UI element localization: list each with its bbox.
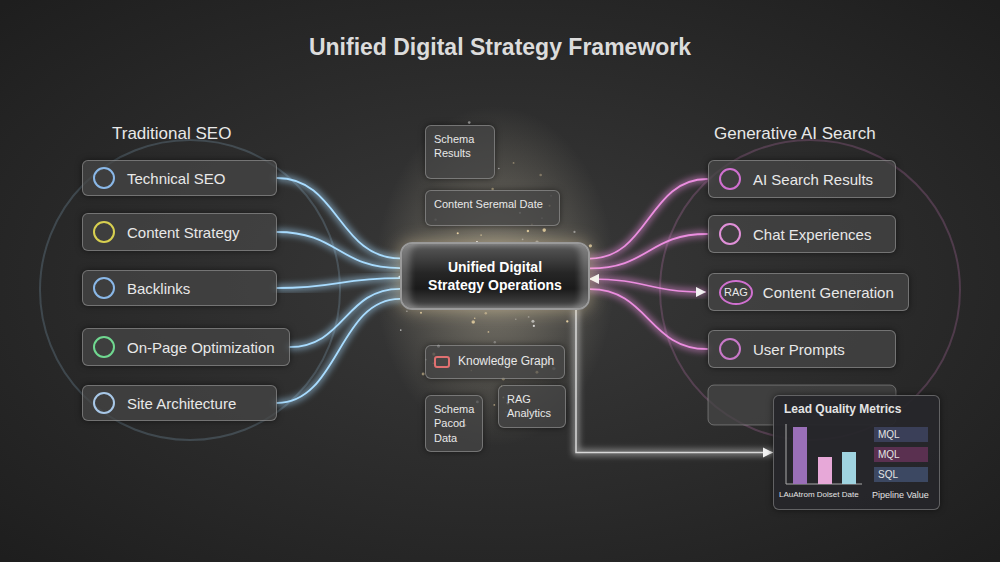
sparkle — [533, 325, 535, 327]
connector-glow — [590, 179, 707, 259]
box-text: On-Page Optimization — [127, 339, 275, 356]
icon — [93, 221, 115, 243]
sparkle — [566, 320, 568, 322]
connector-glow — [277, 178, 400, 258]
box-text: Unified Digital Strategy Operations — [422, 258, 568, 294]
box-text: Content Seremal Date — [434, 197, 551, 211]
chart-bar — [793, 427, 807, 484]
sparkle — [468, 121, 471, 124]
chart-label: SQL — [874, 467, 928, 482]
sparkle — [474, 318, 476, 320]
process-box: Technical SEO — [82, 160, 277, 196]
sparkle — [471, 320, 475, 324]
sparkle — [498, 168, 500, 170]
connector — [277, 278, 400, 288]
sparkle — [573, 231, 575, 233]
chart-axis — [786, 424, 787, 484]
panel-title: Lead Quality Metrics — [784, 402, 901, 416]
metrics-panel: Lead Quality MetricsMQL MQL SQL LAuAtrom Do… — [773, 395, 940, 510]
connector-glow — [590, 234, 707, 268]
sparkle — [513, 162, 515, 164]
process-box: RAG Content Generation — [708, 273, 909, 311]
sparkle — [494, 341, 496, 343]
icon — [719, 338, 741, 360]
connector — [590, 234, 707, 268]
sparkle — [400, 329, 402, 331]
sparkle — [420, 312, 422, 314]
sparkle — [493, 404, 495, 406]
box-text: RAG Analytics — [507, 392, 557, 421]
process-box: Schema Results — [425, 125, 495, 179]
chart-bar — [842, 452, 856, 484]
box-text: Content Generation — [763, 284, 894, 301]
box-text: Site Architecture — [127, 395, 236, 412]
process-box: AI Search Results — [708, 160, 896, 198]
icon — [93, 392, 115, 414]
icon — [93, 277, 115, 299]
group-heading: Generative AI Search — [714, 124, 876, 144]
connector — [277, 232, 400, 268]
sparkle — [542, 228, 546, 232]
title: Unified Digital Strategy Framework — [0, 34, 1000, 61]
process-box: Content Seremal Date — [425, 190, 560, 226]
box-text: Schema Pacod Data — [434, 402, 474, 445]
connector-glow — [590, 289, 707, 349]
connector — [277, 178, 400, 258]
process-box: Backlinks — [82, 270, 277, 306]
sparkle — [488, 331, 490, 333]
sparkle — [406, 310, 407, 311]
core-capsule: Unified Digital Strategy Operations — [400, 242, 590, 310]
box-text: Content Strategy — [127, 224, 240, 241]
process-box: RAG Analytics — [498, 385, 566, 428]
icon — [434, 356, 450, 368]
chart-label: LAuAtrom Dolset Date — [779, 490, 859, 499]
process-box: User Prompts — [708, 330, 896, 368]
connector-glow — [277, 278, 400, 288]
box-text: AI Search Results — [753, 171, 873, 188]
chart-bar — [818, 457, 832, 484]
process-box: Knowledge Graph — [425, 345, 565, 379]
box-text: Chat Experiences — [753, 226, 871, 243]
icon — [719, 168, 741, 190]
sparkle — [515, 319, 516, 320]
icon-badge: RAG — [719, 280, 753, 305]
box-text: Technical SEO — [127, 170, 225, 187]
sparkle — [528, 316, 530, 318]
process-box: On-Page Optimization — [82, 328, 290, 366]
process-box: Content Strategy — [82, 213, 277, 251]
sparkle — [527, 230, 529, 232]
chart-label: Pipeline Value — [872, 490, 929, 500]
chart-label: MQL — [874, 447, 928, 462]
box-text: User Prompts — [753, 341, 845, 358]
connector-glow — [277, 299, 400, 403]
connector — [590, 179, 707, 259]
sparkle — [522, 238, 524, 240]
sparkle — [539, 174, 542, 177]
icon — [719, 223, 741, 245]
process-box: Chat Experiences — [708, 215, 896, 253]
process-box: Site Architecture — [82, 385, 277, 421]
chart-label: MQL — [874, 427, 928, 442]
sparkle — [589, 244, 592, 247]
sparkle — [457, 232, 459, 234]
process-box: Schema Pacod Data — [425, 395, 483, 452]
icon — [93, 167, 115, 189]
chart-axis — [786, 484, 862, 485]
box-text: Backlinks — [127, 280, 190, 297]
group-heading: Traditional SEO — [112, 124, 231, 144]
sparkle — [480, 234, 482, 236]
connector — [277, 299, 400, 403]
sparkle — [531, 320, 534, 323]
sparkle — [485, 312, 487, 314]
icon — [93, 336, 115, 358]
box-text: Knowledge Graph — [458, 354, 554, 370]
box-text: Schema Results — [434, 132, 486, 161]
sparkles — [398, 121, 592, 426]
connector-glow — [277, 232, 400, 268]
connector — [590, 289, 707, 349]
